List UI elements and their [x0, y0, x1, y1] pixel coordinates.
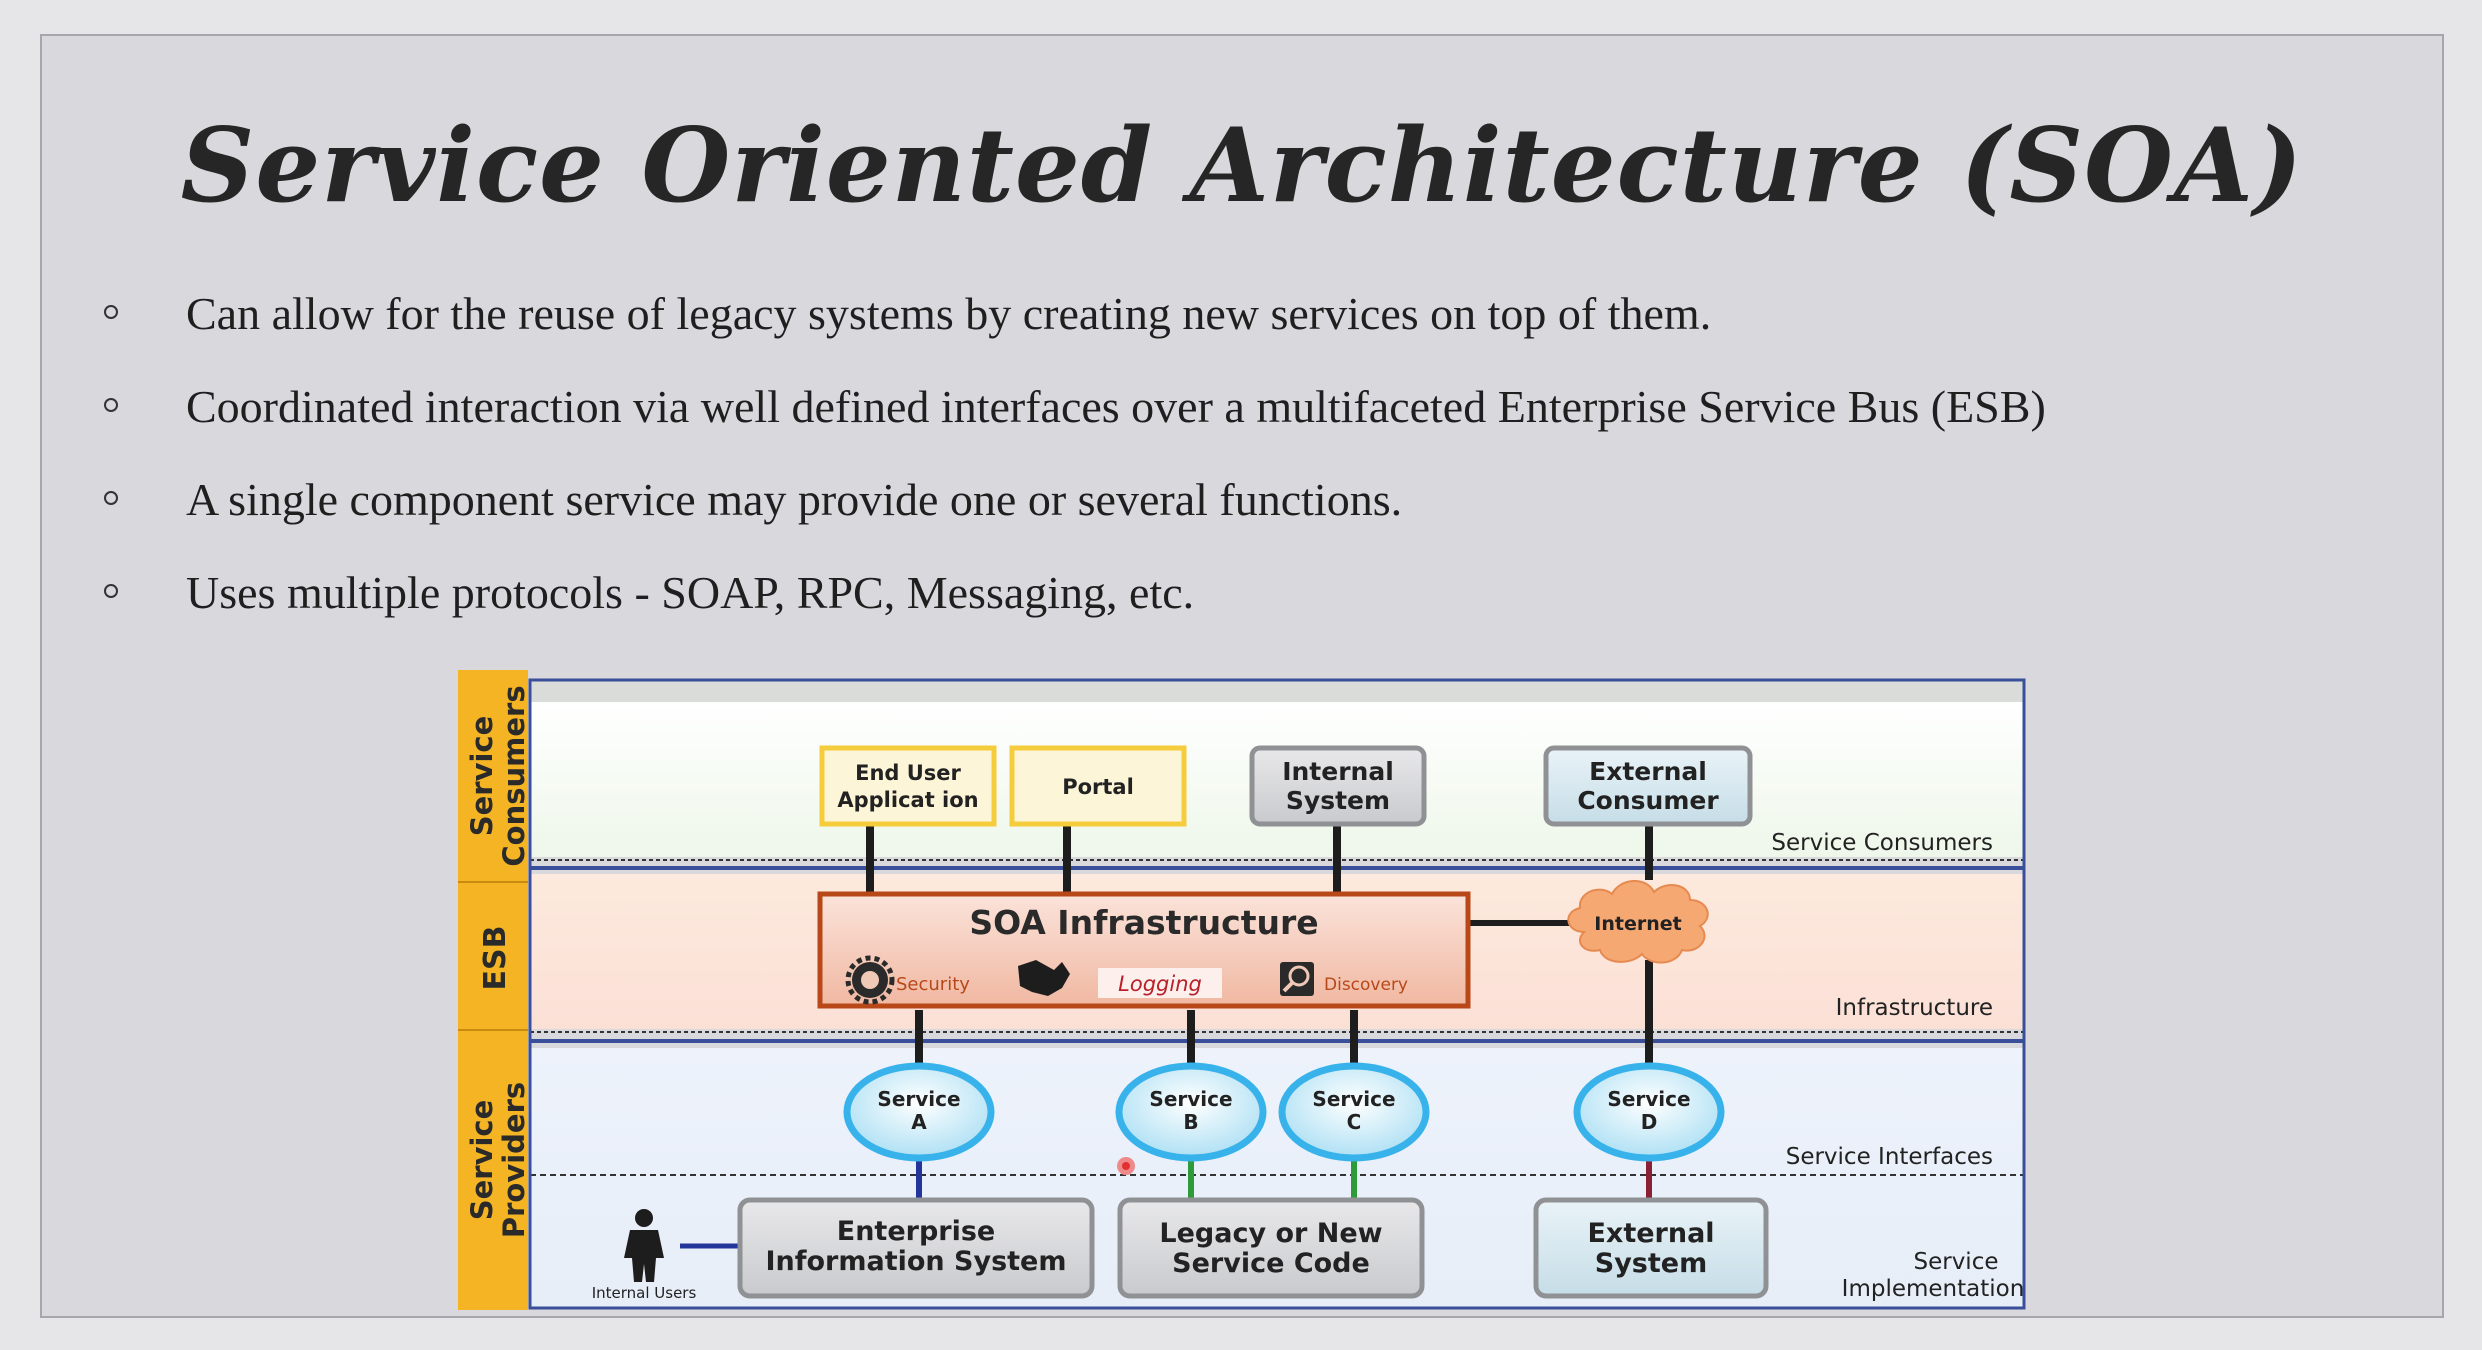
logging-panel — [1098, 968, 1222, 998]
svg-text:C: C — [1347, 1110, 1362, 1134]
soa-diagram: Service Consumers ESB Service Providers — [458, 670, 2026, 1310]
bullet-text: Can allow for the reuse of legacy system… — [186, 288, 1712, 339]
svg-text:Service: Service — [1607, 1087, 1690, 1111]
side-label-providers-2: Providers — [497, 1082, 531, 1238]
slide: Service Oriented Architecture (SOA) Can … — [40, 34, 2444, 1318]
svg-text:Service: Service — [1312, 1087, 1395, 1111]
legacy-service-code-box: Legacy or New Service Code — [1117, 1197, 1425, 1299]
bullet-item: A single component service may provide o… — [104, 470, 2404, 563]
service-a-circle: Service A — [843, 1062, 995, 1162]
svg-text:External: External — [1589, 757, 1707, 786]
side-label-providers-1: Service — [465, 1100, 499, 1221]
internal-users-label: Internal Users — [592, 1284, 697, 1302]
svg-text:External: External — [1587, 1218, 1714, 1249]
enterprise-information-system-box: Enterprise Information System — [737, 1197, 1095, 1299]
end-user-application-box: End User Applicat ion — [819, 745, 997, 827]
bullet-item: Can allow for the reuse of legacy system… — [104, 284, 2404, 377]
svg-text:Consumer: Consumer — [1577, 786, 1719, 815]
bullet-circle-icon — [104, 305, 118, 319]
svg-text:Service Code: Service Code — [1172, 1248, 1370, 1279]
diagram-frame — [528, 678, 2026, 1310]
internal-user-person-icon — [624, 1209, 664, 1282]
slide-title: Service Oriented Architecture (SOA) — [180, 106, 2304, 226]
bullet-circle-icon — [104, 398, 118, 412]
service-d-circle: Service D — [1573, 1062, 1725, 1162]
external-consumer-box: External Consumer — [1543, 745, 1753, 827]
bullet-item: Coordinated interaction via well defined… — [104, 377, 2404, 470]
svg-text:Applicat ion: Applicat ion — [837, 788, 978, 812]
bullet-text: A single component service may provide o… — [186, 474, 1403, 525]
svg-text:End User: End User — [855, 761, 961, 785]
side-label-esb: ESB — [478, 926, 513, 991]
portal-box: Portal — [1009, 745, 1187, 827]
svg-text:Legacy or New: Legacy or New — [1159, 1218, 1382, 1249]
discovery-magnifier-icon — [1280, 962, 1314, 996]
top-strip — [530, 680, 2024, 702]
layer-label-implementation-2: Implementation — [1842, 1276, 2025, 1302]
svg-text:Service: Service — [877, 1087, 960, 1111]
bullet-item: Uses multiple protocols - SOAP, RPC, Mes… — [104, 563, 2404, 656]
bullet-circle-icon — [104, 491, 118, 505]
svg-text:System: System — [1595, 1248, 1707, 1279]
soa-infrastructure-title: SOA Infrastructure — [969, 903, 1318, 942]
logging-label: Logging — [1118, 972, 1202, 996]
side-label-consumers-2: Consumers — [497, 685, 531, 866]
layer-label-implementation-1: Service — [1913, 1249, 1998, 1275]
security-gear-icon — [845, 955, 895, 1005]
layer-label-infrastructure: Infrastructure — [1836, 995, 1993, 1021]
internet-cloud: Internet — [1567, 880, 1709, 964]
bullet-circle-icon — [104, 584, 118, 598]
external-system-box: External System — [1533, 1197, 1769, 1299]
internet-label: Internet — [1594, 913, 1681, 935]
svg-text:Internal: Internal — [1282, 757, 1394, 786]
soa-infrastructure-box: SOA Infrastructure Security Logging — [817, 891, 1471, 1009]
side-bar — [458, 670, 528, 1310]
svg-text:Service: Service — [1149, 1087, 1232, 1111]
bullet-list: Can allow for the reuse of legacy system… — [104, 284, 2404, 656]
bullet-text: Coordinated interaction via well defined… — [186, 381, 2046, 432]
logging-logo-icon — [1018, 960, 1070, 996]
internal-system-box: Internal System — [1249, 745, 1427, 827]
svg-text:B: B — [1183, 1110, 1198, 1134]
layer-label-interfaces: Service Interfaces — [1786, 1144, 1993, 1170]
discovery-label: Discovery — [1324, 975, 1408, 995]
bullet-text: Uses multiple protocols - SOAP, RPC, Mes… — [186, 567, 1195, 618]
svg-text:A: A — [911, 1110, 927, 1134]
layer-label-consumers: Service Consumers — [1771, 830, 1993, 856]
svg-text:D: D — [1641, 1110, 1658, 1134]
svg-text:Enterprise: Enterprise — [837, 1216, 995, 1247]
svg-text:Portal: Portal — [1062, 775, 1134, 799]
security-label: Security — [896, 974, 970, 995]
side-label-consumers-1: Service — [465, 716, 499, 837]
svg-text:System: System — [1286, 786, 1390, 815]
svg-text:Information System: Information System — [765, 1246, 1066, 1277]
service-b-circle: Service B — [1115, 1062, 1267, 1162]
service-c-circle: Service C — [1278, 1062, 1430, 1162]
